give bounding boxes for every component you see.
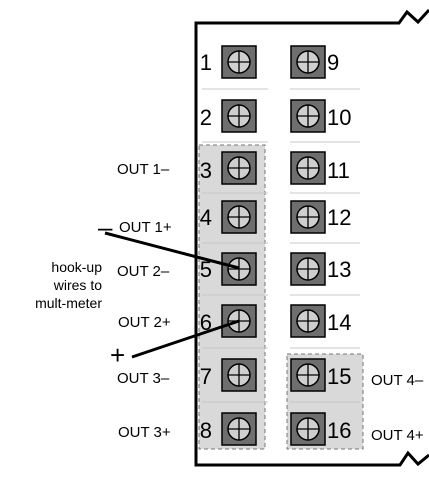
row-separators [202, 88, 360, 403]
terminal-number-4: 4 [200, 205, 212, 230]
screw-slot-icon [228, 157, 250, 179]
screw-slot-icon [228, 51, 250, 73]
label-out-2-plus: OUT 2+ [118, 314, 171, 331]
terminal-number-16: 16 [327, 418, 351, 443]
terminal-number-10: 10 [327, 105, 351, 130]
terminal-screw-4 [221, 200, 257, 234]
board-outline [194, 8, 429, 467]
screw-slot-icon [228, 364, 250, 386]
terminal-number-2: 2 [200, 105, 212, 130]
terminal-number-14: 14 [327, 310, 351, 335]
note-line-1: hook-up [51, 259, 102, 275]
terminal-screw-3 [221, 151, 257, 185]
terminal-screw-13 [290, 252, 326, 286]
screw-slot-icon [297, 364, 319, 386]
label-out-4-minus: OUT 4– [371, 372, 424, 389]
note-line-3: mult-meter [35, 295, 102, 311]
terminal-screws [221, 45, 326, 446]
screw-slot-icon [297, 206, 319, 228]
label-out-2-minus: OUT 2– [117, 263, 170, 280]
note-line-2: wires to [53, 277, 102, 293]
label-out-4-plus: OUT 4+ [371, 427, 424, 444]
label-out-1-plus: OUT 1+ [119, 219, 172, 236]
terminal-number-1: 1 [200, 50, 212, 75]
plus-sign: + [110, 340, 125, 370]
terminal-screw-2 [221, 99, 257, 133]
screw-slot-icon [297, 157, 319, 179]
minus-sign: – [98, 212, 113, 242]
terminal-screw-14 [290, 304, 326, 338]
terminal-number-15: 15 [327, 364, 351, 389]
terminal-screw-10 [290, 99, 326, 133]
screw-slot-icon [297, 258, 319, 280]
terminal-number-6: 6 [200, 310, 212, 335]
terminal-number-12: 12 [327, 205, 351, 230]
terminal-screw-12 [290, 200, 326, 234]
terminal-number-11: 11 [327, 158, 350, 183]
terminal-screw-1 [221, 45, 257, 79]
screw-slot-icon [297, 418, 319, 440]
terminal-number-3: 3 [200, 158, 212, 183]
terminal-screw-8 [221, 412, 257, 446]
screw-slot-icon [228, 206, 250, 228]
terminal-number-5: 5 [200, 257, 212, 282]
screw-slot-icon [228, 418, 250, 440]
highlight-out-1-3 [198, 144, 266, 450]
screw-slot-icon [228, 105, 250, 127]
terminal-screw-11 [290, 151, 326, 185]
label-out-1-minus: OUT 1– [117, 161, 170, 178]
screw-slot-icon [297, 105, 319, 127]
terminal-number-7: 7 [200, 364, 212, 389]
terminal-number-8: 8 [200, 418, 212, 443]
label-out-3-minus: OUT 3– [117, 370, 170, 387]
terminal-number-9: 9 [327, 50, 339, 75]
label-out-3-plus: OUT 3+ [118, 424, 171, 441]
terminal-screw-5 [221, 252, 257, 286]
wire-negative [104, 231, 240, 270]
terminal-number-13: 13 [327, 257, 351, 282]
screw-slot-icon [228, 258, 250, 280]
screw-slot-icon [297, 310, 319, 332]
terminal-screw-9 [290, 45, 326, 79]
terminal-screw-15 [290, 358, 326, 392]
terminal-screw-16 [290, 412, 326, 446]
wire-positive [131, 319, 240, 359]
screw-slot-icon [297, 51, 319, 73]
terminal-screw-7 [221, 358, 257, 392]
